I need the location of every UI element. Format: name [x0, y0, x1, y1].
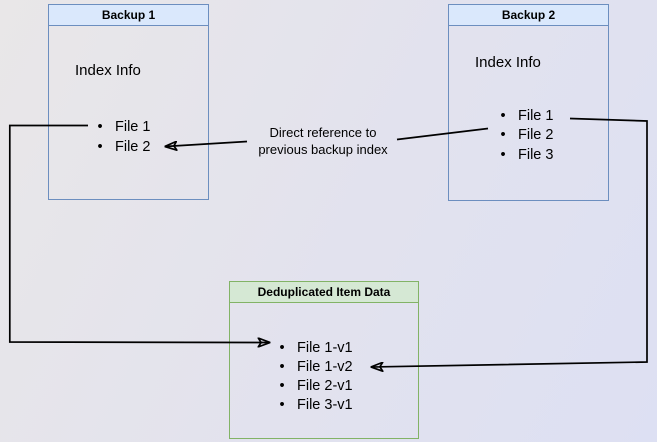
bullet-icon: • — [97, 139, 103, 155]
list-item: • File 3 — [496, 145, 553, 165]
list-item-label: File 2 — [115, 139, 151, 155]
list-item-label: File 2-v1 — [297, 377, 353, 394]
list-item-label: File 1-v1 — [297, 339, 353, 356]
list-item: • File 2 — [93, 137, 150, 157]
list-item: • File 2 — [496, 126, 553, 146]
direct-reference-annotation: Direct reference to previous backup inde… — [238, 124, 408, 158]
bullet-icon: • — [500, 107, 506, 124]
list-item-label: File 3-v1 — [297, 396, 353, 413]
backup-2-file-list: • File 1 • File 2 • File 3 — [496, 106, 553, 165]
list-item: • File 2-v1 — [275, 376, 353, 395]
backup-1-title: Backup 1 — [49, 5, 208, 26]
backup-1-index-info-label: Index Info — [75, 62, 141, 79]
annotation-line-2: previous backup index — [258, 142, 388, 157]
list-item: • File 1-v1 — [275, 338, 353, 357]
deduplicated-item-data-title: Deduplicated Item Data — [230, 282, 418, 303]
bullet-icon: • — [279, 339, 285, 356]
list-item: • File 1 — [93, 117, 150, 137]
bullet-icon: • — [500, 127, 506, 144]
backup-2-index-info-label: Index Info — [475, 54, 541, 71]
annotation-line-1: Direct reference to — [269, 125, 377, 140]
bullet-icon: • — [279, 358, 285, 375]
list-item-label: File 2 — [518, 127, 554, 144]
list-item: • File 1 — [496, 106, 553, 126]
bullet-icon: • — [279, 396, 285, 413]
bullet-icon: • — [279, 377, 285, 394]
deduplicated-file-list: • File 1-v1 • File 1-v2 • File 2-v1 • Fi… — [275, 338, 353, 414]
bullet-icon: • — [97, 119, 103, 135]
list-item-label: File 1-v2 — [297, 358, 353, 375]
list-item: • File 3-v1 — [275, 395, 353, 414]
bullet-icon: • — [500, 146, 506, 163]
list-item-label: File 1 — [518, 107, 554, 124]
node-backup-2: Backup 2 Index Info • File 1 • File 2 • … — [448, 4, 609, 201]
list-item-label: File 1 — [115, 119, 151, 135]
backup-2-title: Backup 2 — [449, 5, 608, 26]
list-item-label: File 3 — [518, 146, 554, 163]
node-backup-1: Backup 1 Index Info • File 1 • File 2 — [48, 4, 209, 200]
node-deduplicated-item-data: Deduplicated Item Data • File 1-v1 • Fil… — [229, 281, 419, 439]
list-item: • File 1-v2 — [275, 357, 353, 376]
backup-1-file-list: • File 1 • File 2 — [93, 117, 150, 157]
